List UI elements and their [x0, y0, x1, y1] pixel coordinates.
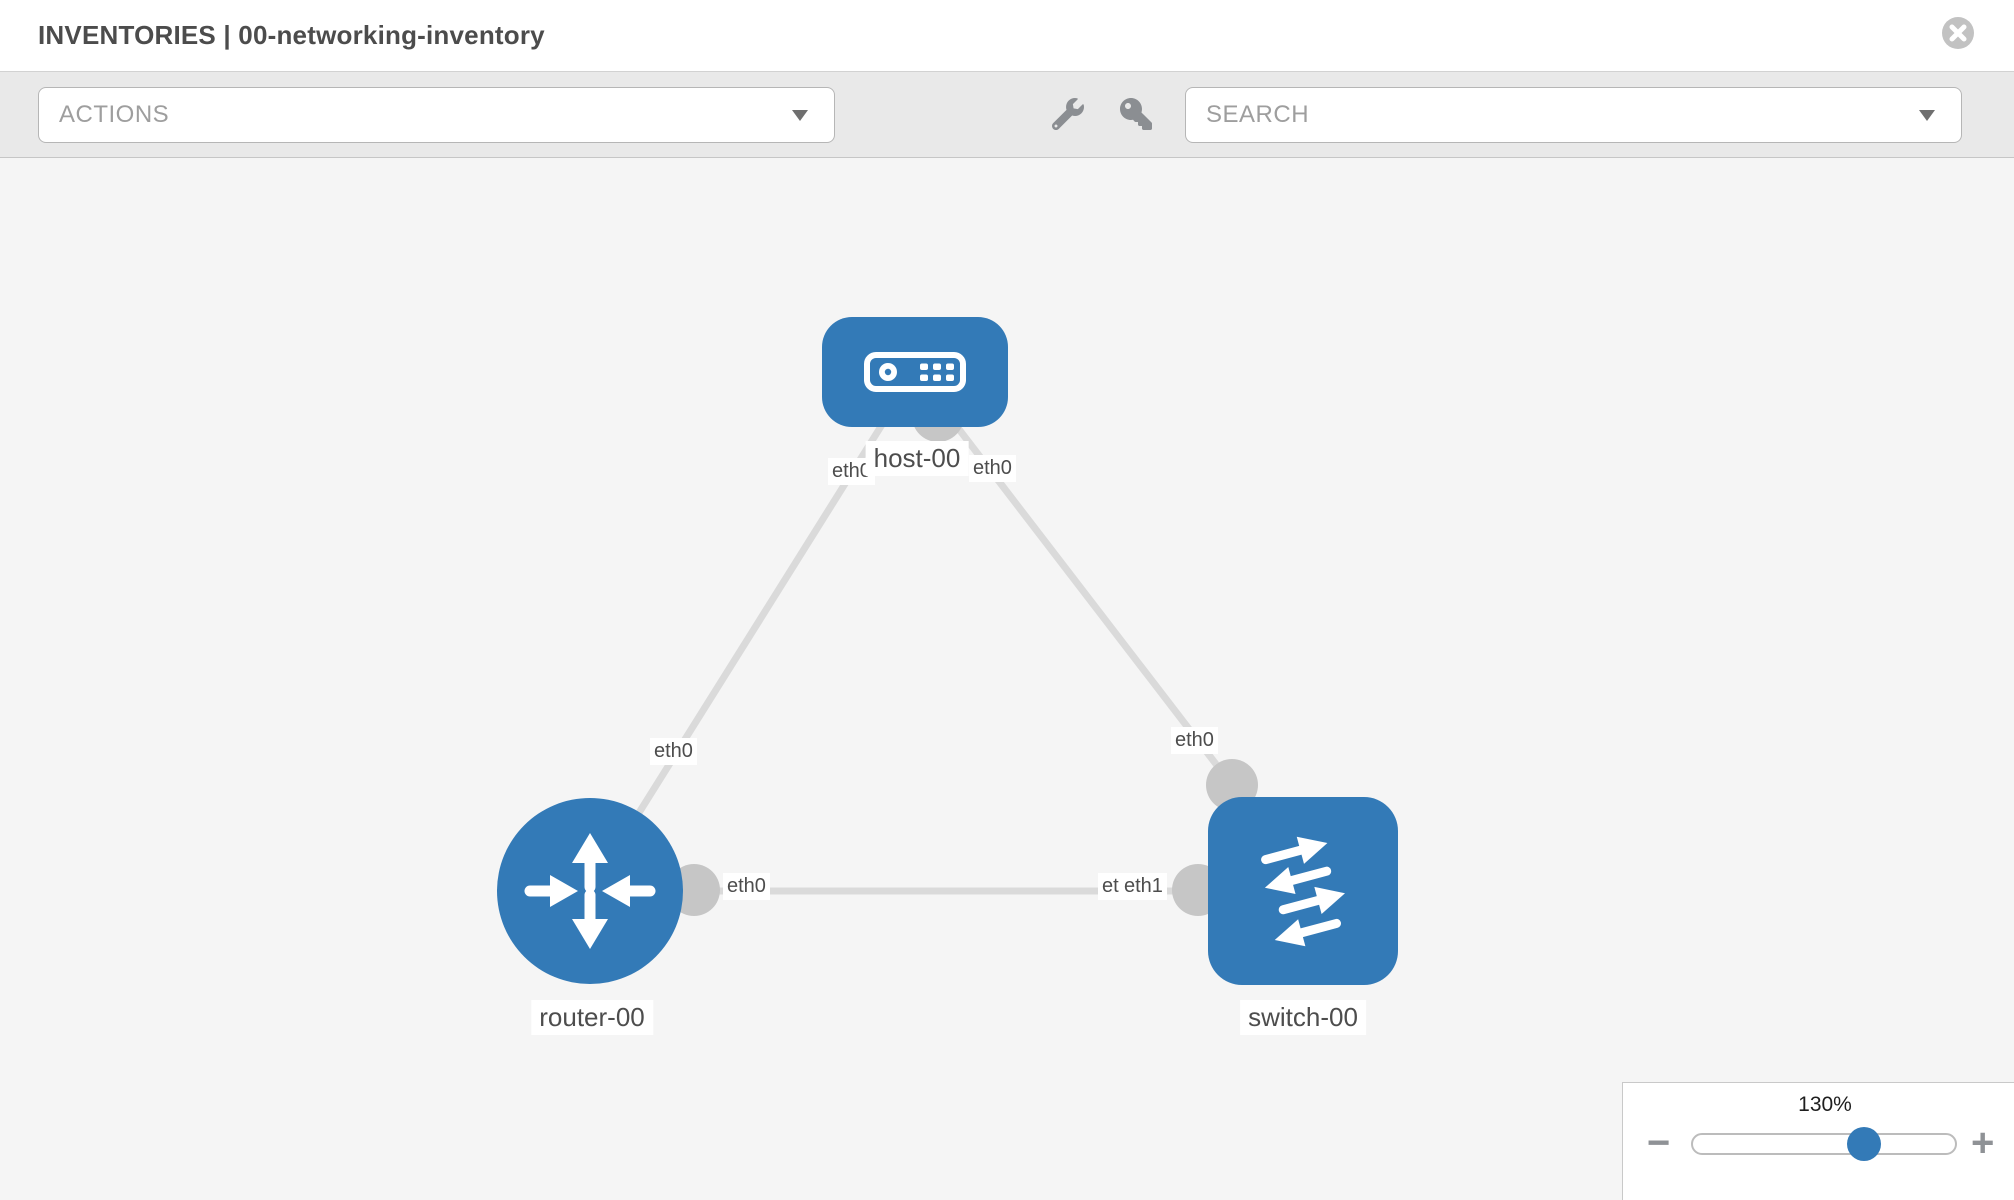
interface-label: eth0	[969, 455, 1016, 482]
actions-dropdown-label: ACTIONS	[59, 101, 170, 128]
zoom-level: 130%	[1798, 1093, 1852, 1116]
node-host-00[interactable]	[822, 317, 1008, 427]
wrench-icon[interactable]	[1052, 98, 1086, 132]
zoom-in-button[interactable]: +	[1971, 1121, 1995, 1165]
search-dropdown-label: SEARCH	[1206, 101, 1310, 128]
node-label-host: host-00	[865, 441, 969, 476]
interface-label: eth0	[650, 738, 697, 765]
search-dropdown[interactable]: SEARCH	[1185, 87, 1962, 143]
chevron-down-icon	[1919, 110, 1935, 121]
interface-label: eth1	[1120, 873, 1167, 900]
zoom-out-button[interactable]: −	[1647, 1121, 1671, 1165]
topology-canvas[interactable]: eth0 eth0 eth0 eth0 eth0 eth0 eth1 host-…	[0, 158, 2014, 1200]
node-switch-00[interactable]	[1208, 797, 1398, 985]
interface-label: eth0	[723, 873, 770, 900]
zoom-slider[interactable]	[1691, 1127, 1957, 1161]
link-host-switch[interactable]	[911, 368, 1236, 789]
interface-label: eth0	[1171, 727, 1218, 754]
toolbar: ACTIONS SEARCH	[0, 72, 2014, 158]
switch-icon	[1261, 836, 1346, 947]
key-icon[interactable]	[1120, 98, 1154, 132]
router-icon	[524, 833, 656, 949]
node-label-switch: switch-00	[1240, 1000, 1366, 1035]
zoom-panel: 130% − +	[1622, 1082, 2014, 1200]
chevron-down-icon	[792, 110, 808, 121]
close-icon[interactable]	[1940, 15, 1976, 51]
modal-header: INVENTORIES | 00-networking-inventory	[0, 0, 2014, 72]
topology-svg	[497, 317, 1398, 985]
zoom-slider-thumb[interactable]	[1847, 1127, 1881, 1161]
host-icon	[864, 352, 966, 392]
actions-dropdown[interactable]: ACTIONS	[38, 87, 835, 143]
node-router-00[interactable]	[497, 798, 683, 984]
node-label-router: router-00	[531, 1000, 653, 1035]
page-title: INVENTORIES | 00-networking-inventory	[38, 20, 545, 50]
